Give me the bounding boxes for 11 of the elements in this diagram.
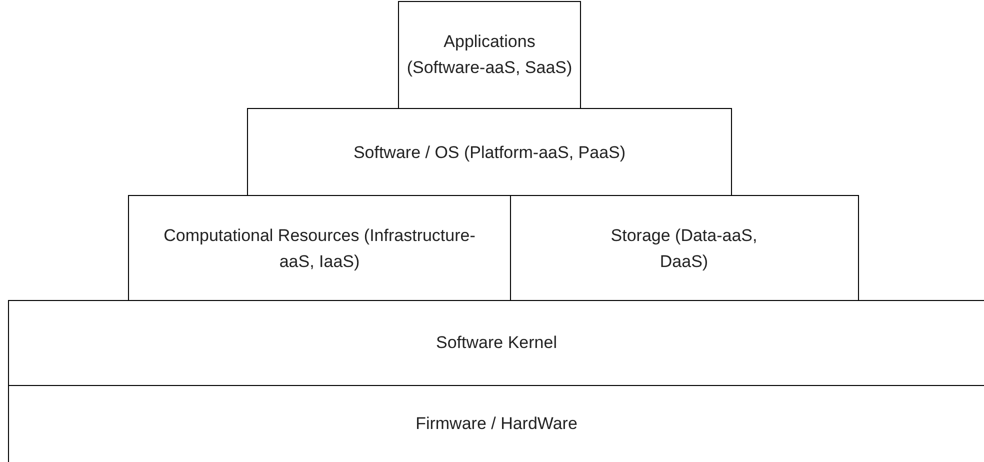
layer-box bbox=[8, 300, 984, 386]
layer-label: Firmware / HardWare bbox=[416, 412, 578, 434]
layer-label: Software Kernel bbox=[436, 332, 557, 354]
layer-label: Applications (Software-aaS, SaaS) bbox=[406, 31, 574, 79]
layer-box bbox=[128, 195, 511, 301]
layer-label: Storage (Data-aaS, DaaS) bbox=[610, 224, 758, 272]
layer-label: Software / OS (Platform-aaS, PaaS) bbox=[353, 142, 626, 164]
layer-box bbox=[247, 108, 732, 196]
layer-box bbox=[398, 1, 581, 109]
layer-label: Computational Resources (Infrastructure-aaS, IaaS) bbox=[162, 224, 476, 272]
layer-box bbox=[510, 195, 859, 301]
